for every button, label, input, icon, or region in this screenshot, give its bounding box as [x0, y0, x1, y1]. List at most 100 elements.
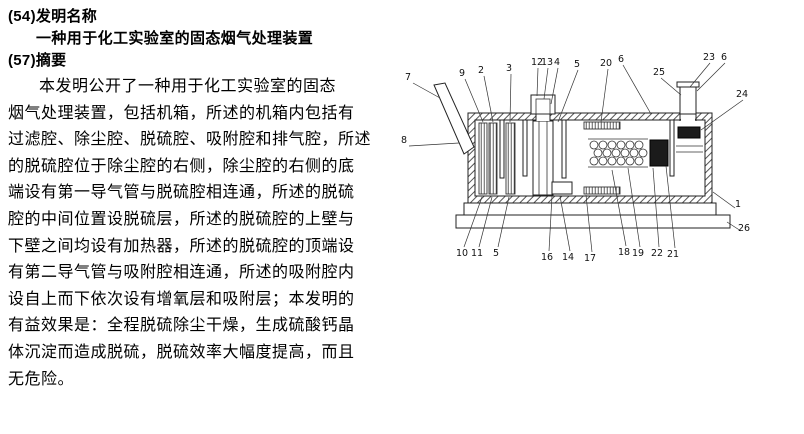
- figure-ref-12: 12: [531, 57, 543, 68]
- divider-wall-3: [561, 119, 567, 179]
- leader-line-5: [557, 69, 579, 123]
- figure-ref-3: 3: [506, 63, 512, 74]
- exhaust-pipe-cap: [676, 81, 700, 88]
- figure-ref-4: 4: [554, 57, 560, 68]
- figure-ref-6: 6: [721, 52, 727, 63]
- leader-line-13: [543, 67, 549, 100]
- leader-line-9: [464, 78, 484, 123]
- leader-line-2: [483, 75, 494, 123]
- filter-element-3: [505, 122, 516, 195]
- abstract-line: 无危险。: [8, 370, 75, 388]
- inlet-pipe: [433, 82, 475, 155]
- figure-ref-21: 21: [667, 249, 679, 260]
- second-gas-pipe-walls: [535, 114, 551, 121]
- leader-line-19: [627, 167, 641, 248]
- abstract-line: 烟气处理装置，包括机箱，所述的机箱内包括有: [8, 104, 355, 122]
- leader-line-3: [509, 73, 512, 123]
- figure-ref-10: 10: [456, 248, 468, 259]
- figure-ref-23: 23: [703, 52, 715, 63]
- abstract-line: 设自上而下依次设有增氧层和吸附层；本发明的: [8, 290, 355, 308]
- divider-wall-2: [522, 119, 528, 177]
- leader-line-22: [652, 167, 660, 248]
- base-upper-slab: [463, 202, 717, 216]
- leader-line-10: [463, 196, 483, 248]
- exhaust-pipe-walls: [679, 114, 697, 121]
- leader-line-23: [689, 62, 711, 88]
- abstract-line: 的脱硫腔位于除尘腔的右侧，除尘腔的右侧的底: [8, 157, 355, 175]
- desulf-bed-shelves: [588, 138, 648, 168]
- leader-line-26: [726, 221, 742, 232]
- figure-ref-18: 18: [618, 247, 630, 258]
- abstract-line: 有第二导气管与吸附腔相连通，所述的吸附腔内: [8, 264, 355, 282]
- abstract-line: 腔的中间位置设脱硫层，所述的脱硫腔的上壁与: [8, 210, 355, 228]
- dust-column: [532, 120, 554, 196]
- bibliographic-text: (54)发明名称 一种用于化工实验室的固态烟气处理装置 (57)摘要 本发明公开…: [8, 6, 388, 393]
- figure-ref-22: 22: [651, 248, 663, 259]
- leader-line-7: [412, 82, 441, 99]
- adsorbent-block: [649, 139, 669, 167]
- abstract-paragraph: 本发明公开了一种用于化工实验室的固态烟气处理装置，包括机箱，所述的机箱内包括有过…: [8, 74, 388, 393]
- leader-line-18: [611, 169, 627, 247]
- desulf-granules: [589, 140, 648, 166]
- divider-wall-1: [499, 119, 505, 179]
- figure-ref-1: 1: [735, 199, 741, 210]
- abstract-line: 本发明公开了一种用于化工实验室的固态: [39, 78, 337, 95]
- figure-ref-20: 20: [600, 58, 612, 69]
- leader-line-11: [478, 196, 493, 248]
- figure-ref-24: 24: [736, 89, 748, 100]
- figure-ref-9: 9: [459, 68, 465, 79]
- leader-line-1: [712, 191, 736, 209]
- field-54-label: (54)发明名称: [8, 8, 98, 25]
- base-lower-slab: [455, 214, 731, 229]
- leader-line-21: [665, 165, 676, 249]
- figure-ref-14: 14: [562, 252, 574, 263]
- adsorb-shelf-lines: [676, 145, 703, 153]
- figure-ref-19: 19: [632, 248, 644, 259]
- leader-line-14: [559, 195, 571, 252]
- figure-ref-17: 17: [584, 253, 596, 264]
- abstract-line: 有益效果是：全程脱硫除尘干燥，生成硫酸钙晶: [8, 317, 355, 335]
- abstract-line: 体沉淀而造成脱硫，脱硫效率大幅度提高，而且: [8, 343, 355, 361]
- abstract-line: 下壁之间均设有加热器，所述的脱硫腔的顶端设: [8, 237, 355, 255]
- invention-title: 一种用于化工实验室的固态烟气处理装置: [36, 30, 314, 47]
- figure-ref-16: 16: [541, 252, 553, 263]
- figure-ref-5: 5: [574, 59, 580, 70]
- leader-line-4: [550, 67, 559, 105]
- exhaust-pipe: [679, 85, 697, 115]
- figure-ref-13: 13: [541, 57, 553, 68]
- second-gas-pipe-inner: [535, 98, 551, 115]
- figure-ref-26: 26: [738, 223, 750, 234]
- leader-line-17: [585, 194, 593, 253]
- filter-element-1: [478, 122, 488, 195]
- figure-ref-2: 2: [478, 65, 484, 76]
- field-57-label: (57)摘要: [8, 52, 67, 69]
- figure-ref-25: 25: [653, 67, 665, 78]
- figure-ref-8: 8: [401, 135, 407, 146]
- leader-line-20: [600, 68, 609, 123]
- figure-ref-11: 11: [471, 248, 483, 259]
- heater-top: [583, 121, 621, 130]
- leader-line-8: [408, 142, 460, 147]
- second-gas-pipe-box: [530, 94, 556, 115]
- leader-line-24: [700, 99, 744, 131]
- cabinet-wall: [467, 112, 713, 204]
- top-duct-opening: [536, 112, 550, 121]
- first-gas-pipe: [551, 181, 573, 195]
- divider-wall-4: [669, 119, 675, 177]
- leader-line-25: [660, 77, 682, 96]
- abstract-line: 端设有第一导气管与脱硫腔相连通，所述的脱硫: [8, 184, 355, 202]
- filter-element-2: [488, 122, 498, 195]
- oxygen-layer-block: [677, 126, 701, 139]
- dust-column-inner-lines: [538, 121, 548, 195]
- figure-ref-6: 6: [618, 54, 624, 65]
- heater-bottom: [583, 186, 621, 195]
- leader-line-12: [536, 67, 539, 97]
- leader-line-6: [622, 64, 652, 115]
- leader-line-6: [696, 62, 726, 92]
- leader-line-5: [497, 196, 510, 248]
- leader-line-16: [548, 195, 553, 252]
- exhaust-opening: [681, 112, 695, 121]
